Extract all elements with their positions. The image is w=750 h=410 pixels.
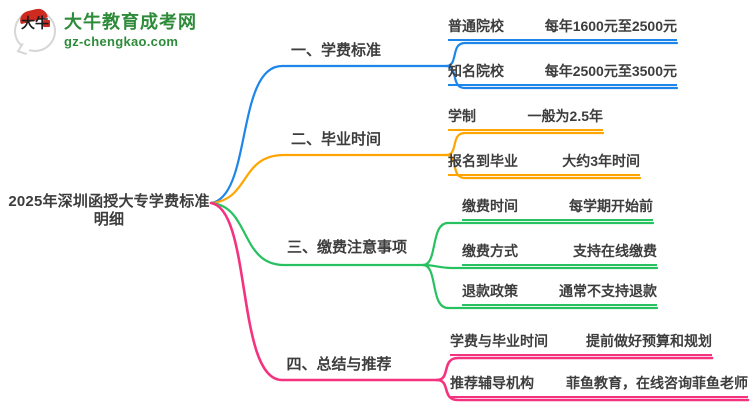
site-logo[interactable]: 大牛 大牛教育成考网 gz-chengkao.com [14, 6, 197, 55]
leaf-label: 退款政策 [462, 283, 518, 299]
leaf-budget-planning[interactable]: 学费与毕业时间 提前做好预算和规划 [450, 332, 712, 356]
logo-icon-text: 大牛 [21, 17, 49, 32]
leaf-value: 菲鱼教育，在线咨询菲鱼老师 [566, 375, 748, 391]
logo-text-block: 大牛教育成考网 gz-chengkao.com [64, 13, 197, 49]
branch3-child1-line [421, 221, 655, 267]
leaf-label: 学制 [448, 108, 476, 124]
leaf-ordinary-school[interactable]: 普通院校 每年1600元至2500元 [448, 17, 677, 41]
central-topic[interactable]: 2025年深圳函授大专学费标准明细 [8, 193, 210, 228]
branch1-child1-line [444, 41, 679, 68]
leaf-value: 一般为2.5年 [527, 108, 603, 124]
branch-label-tuition[interactable]: 一、学费标准 [290, 42, 381, 59]
logo-red-seal [43, 20, 50, 27]
branch1-child2-line [444, 64, 679, 90]
leaf-refund-policy[interactable]: 退款政策 通常不支持退款 [462, 282, 657, 306]
leaf-value: 每年2500元至3500元 [544, 63, 677, 79]
site-url: gz-chengkao.com [64, 34, 179, 50]
leaf-label: 缴费时间 [462, 198, 518, 214]
branch1-line [209, 64, 448, 205]
leaf-value: 支持在线缴费 [573, 243, 657, 259]
branch2-line [209, 153, 448, 205]
leaf-value: 大约3年时间 [562, 153, 640, 169]
branch2-child1-line [444, 131, 605, 157]
leaf-label: 学费与毕业时间 [450, 333, 548, 349]
leaf-value: 通常不支持退款 [559, 283, 657, 299]
leaf-value: 每年1600元至2500元 [544, 18, 677, 34]
leaf-famous-school[interactable]: 知名院校 每年2500元至3500元 [448, 62, 677, 86]
branch-label-payment-notes[interactable]: 三、缴费注意事项 [286, 239, 407, 256]
branch4-line [209, 201, 439, 382]
leaf-label: 推荐辅导机构 [450, 375, 534, 391]
leaf-enroll-to-graduate[interactable]: 报名到毕业 大约3年时间 [448, 152, 640, 176]
branch4-child2-line [435, 378, 750, 402]
leaf-payment-method[interactable]: 缴费方式 支持在线缴费 [462, 242, 657, 266]
leaf-label: 报名到毕业 [448, 153, 518, 169]
leaf-study-length[interactable]: 学制 一般为2.5年 [448, 107, 603, 131]
branch2-child2-line [444, 153, 642, 180]
logo-bull-icon: 大牛 [14, 6, 56, 55]
leaf-label: 知名院校 [448, 63, 504, 79]
branch-label-summary[interactable]: 四、总结与推荐 [286, 356, 392, 373]
leaf-payment-time[interactable]: 缴费时间 每学期开始前 [462, 197, 653, 221]
branch3-line [209, 201, 425, 267]
leaf-recommended-institution[interactable]: 推荐辅导机构 菲鱼教育，在线咨询菲鱼老师 [450, 374, 748, 398]
branch3-child3-line [421, 263, 659, 310]
leaf-label: 缴费方式 [462, 243, 518, 259]
leaf-value: 提前做好预算和规划 [586, 333, 712, 349]
branch-label-graduation[interactable]: 二、毕业时间 [290, 131, 381, 148]
site-name: 大牛教育成考网 [64, 12, 197, 33]
leaf-value: 每学期开始前 [569, 198, 653, 214]
leaf-label: 普通院校 [448, 18, 504, 34]
